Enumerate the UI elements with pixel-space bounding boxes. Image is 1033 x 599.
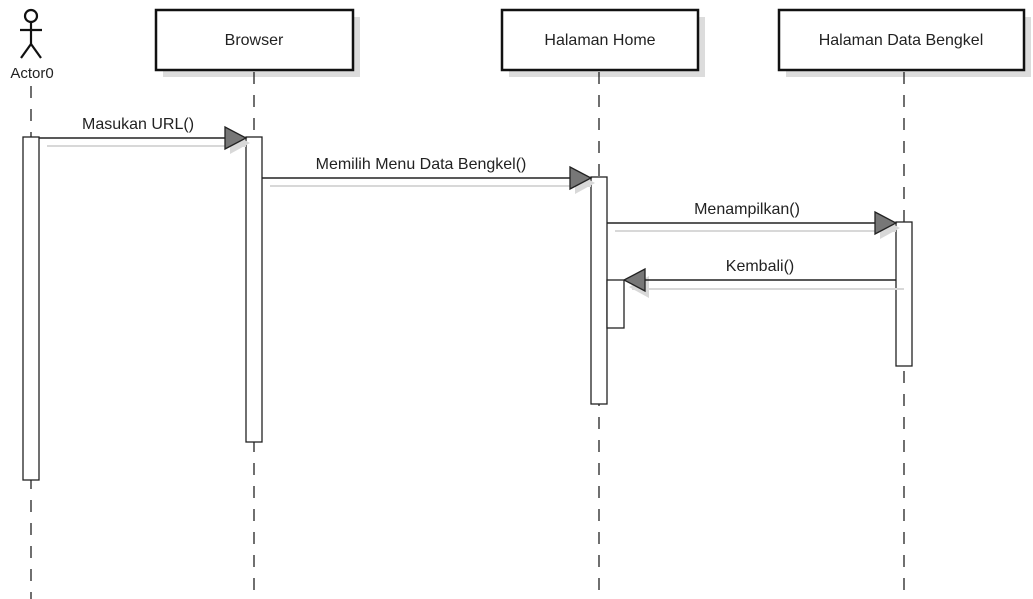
actor-label: Actor0 [10,65,53,82]
browser-title: Browser [225,32,284,49]
home-box [500,8,700,72]
message-label: Masukan URL() [82,116,194,133]
message-masukan-url [39,125,250,154]
actor-figure [20,8,42,59]
actor-activation [22,136,40,481]
message-kembali [622,267,904,298]
home-nested-activation [606,279,625,329]
home-activation [590,176,608,405]
message-label: Menampilkan() [694,201,800,218]
bengkel-activation [895,221,913,367]
message-label: Memilih Menu Data Bengkel() [316,156,527,173]
message-memilih-menu [262,165,595,194]
message-label: Kembali() [726,258,794,275]
bengkel-box [777,8,1026,72]
browser-activation [245,136,263,443]
bengkel-title: Halaman Data Bengkel [819,32,984,49]
browser-box [154,8,355,72]
home-title: Halaman Home [544,32,655,49]
message-menampilkan [607,210,900,239]
